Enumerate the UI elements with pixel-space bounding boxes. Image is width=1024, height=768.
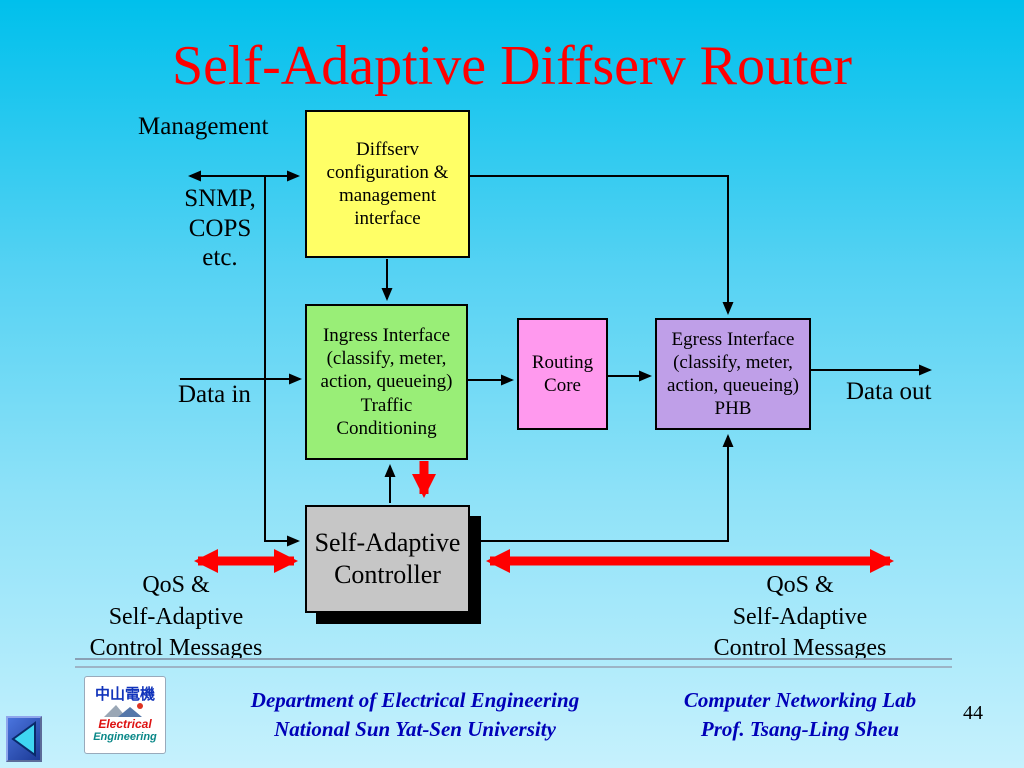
logo-chinese-text: 中山電機 — [94, 684, 155, 703]
ingress-interface-box-text: Ingress Interface (classify, meter, acti… — [320, 325, 453, 439]
diffserv-config-box-text: Diffserv configuration & management inte… — [326, 138, 449, 230]
line-controller-to-egress — [480, 434, 734, 542]
footer-department: Department of Electrical Engineering Nat… — [205, 686, 625, 744]
label-data-out: Data out — [846, 378, 932, 405]
line-config-to-egress — [470, 175, 734, 315]
egress-interface-box: Egress Interface (classify, meter, actio… — [655, 318, 811, 430]
previous-slide-button[interactable] — [6, 716, 42, 762]
slide-title: Self-Adaptive Diffserv Router — [171, 35, 853, 97]
footer-lab: Computer Networking Lab Prof. Tsang-Ling… — [645, 686, 955, 744]
diffserv-config-box: Diffserv configuration & management inte… — [305, 110, 470, 258]
self-adaptive-controller-box: Self-Adaptive Controller — [305, 505, 470, 613]
logo-engineering-text: Engineering — [93, 731, 157, 744]
footer-department-line1: Department of Electrical Engineering — [250, 688, 580, 712]
footer-lab-line1: Computer Networking Lab — [683, 688, 917, 712]
previous-triangle-icon — [11, 721, 36, 757]
department-logo: 中山電機 Electrical Engineering — [84, 676, 166, 754]
self-adaptive-controller-box-text: Self-Adaptive Controller — [314, 527, 461, 590]
label-data-in: Data in — [178, 381, 251, 408]
label-protocols: SNMP, COPS etc. — [184, 185, 256, 271]
routing-core-box: Routing Core — [517, 318, 608, 430]
egress-interface-box-text: Egress Interface (classify, meter, actio… — [667, 328, 799, 420]
footer-lab-line2: Prof. Tsang-Ling Sheu — [700, 716, 900, 741]
label-qos-control-left: QoS & Self-Adaptive Control Messages — [89, 572, 263, 662]
footer-divider — [75, 658, 952, 668]
footer-department-line2: National Sun Yat-Sen University — [274, 716, 556, 741]
label-qos-control-right: QoS & Self-Adaptive Control Messages — [713, 572, 887, 662]
page-number: 44 — [963, 702, 983, 724]
ingress-interface-box: Ingress Interface (classify, meter, acti… — [305, 304, 468, 460]
logo-electrical-text: Electrical — [98, 716, 152, 731]
routing-core-box-text: Routing Core — [531, 351, 594, 396]
label-management: Management — [138, 113, 269, 140]
mountain-icon — [104, 702, 143, 717]
